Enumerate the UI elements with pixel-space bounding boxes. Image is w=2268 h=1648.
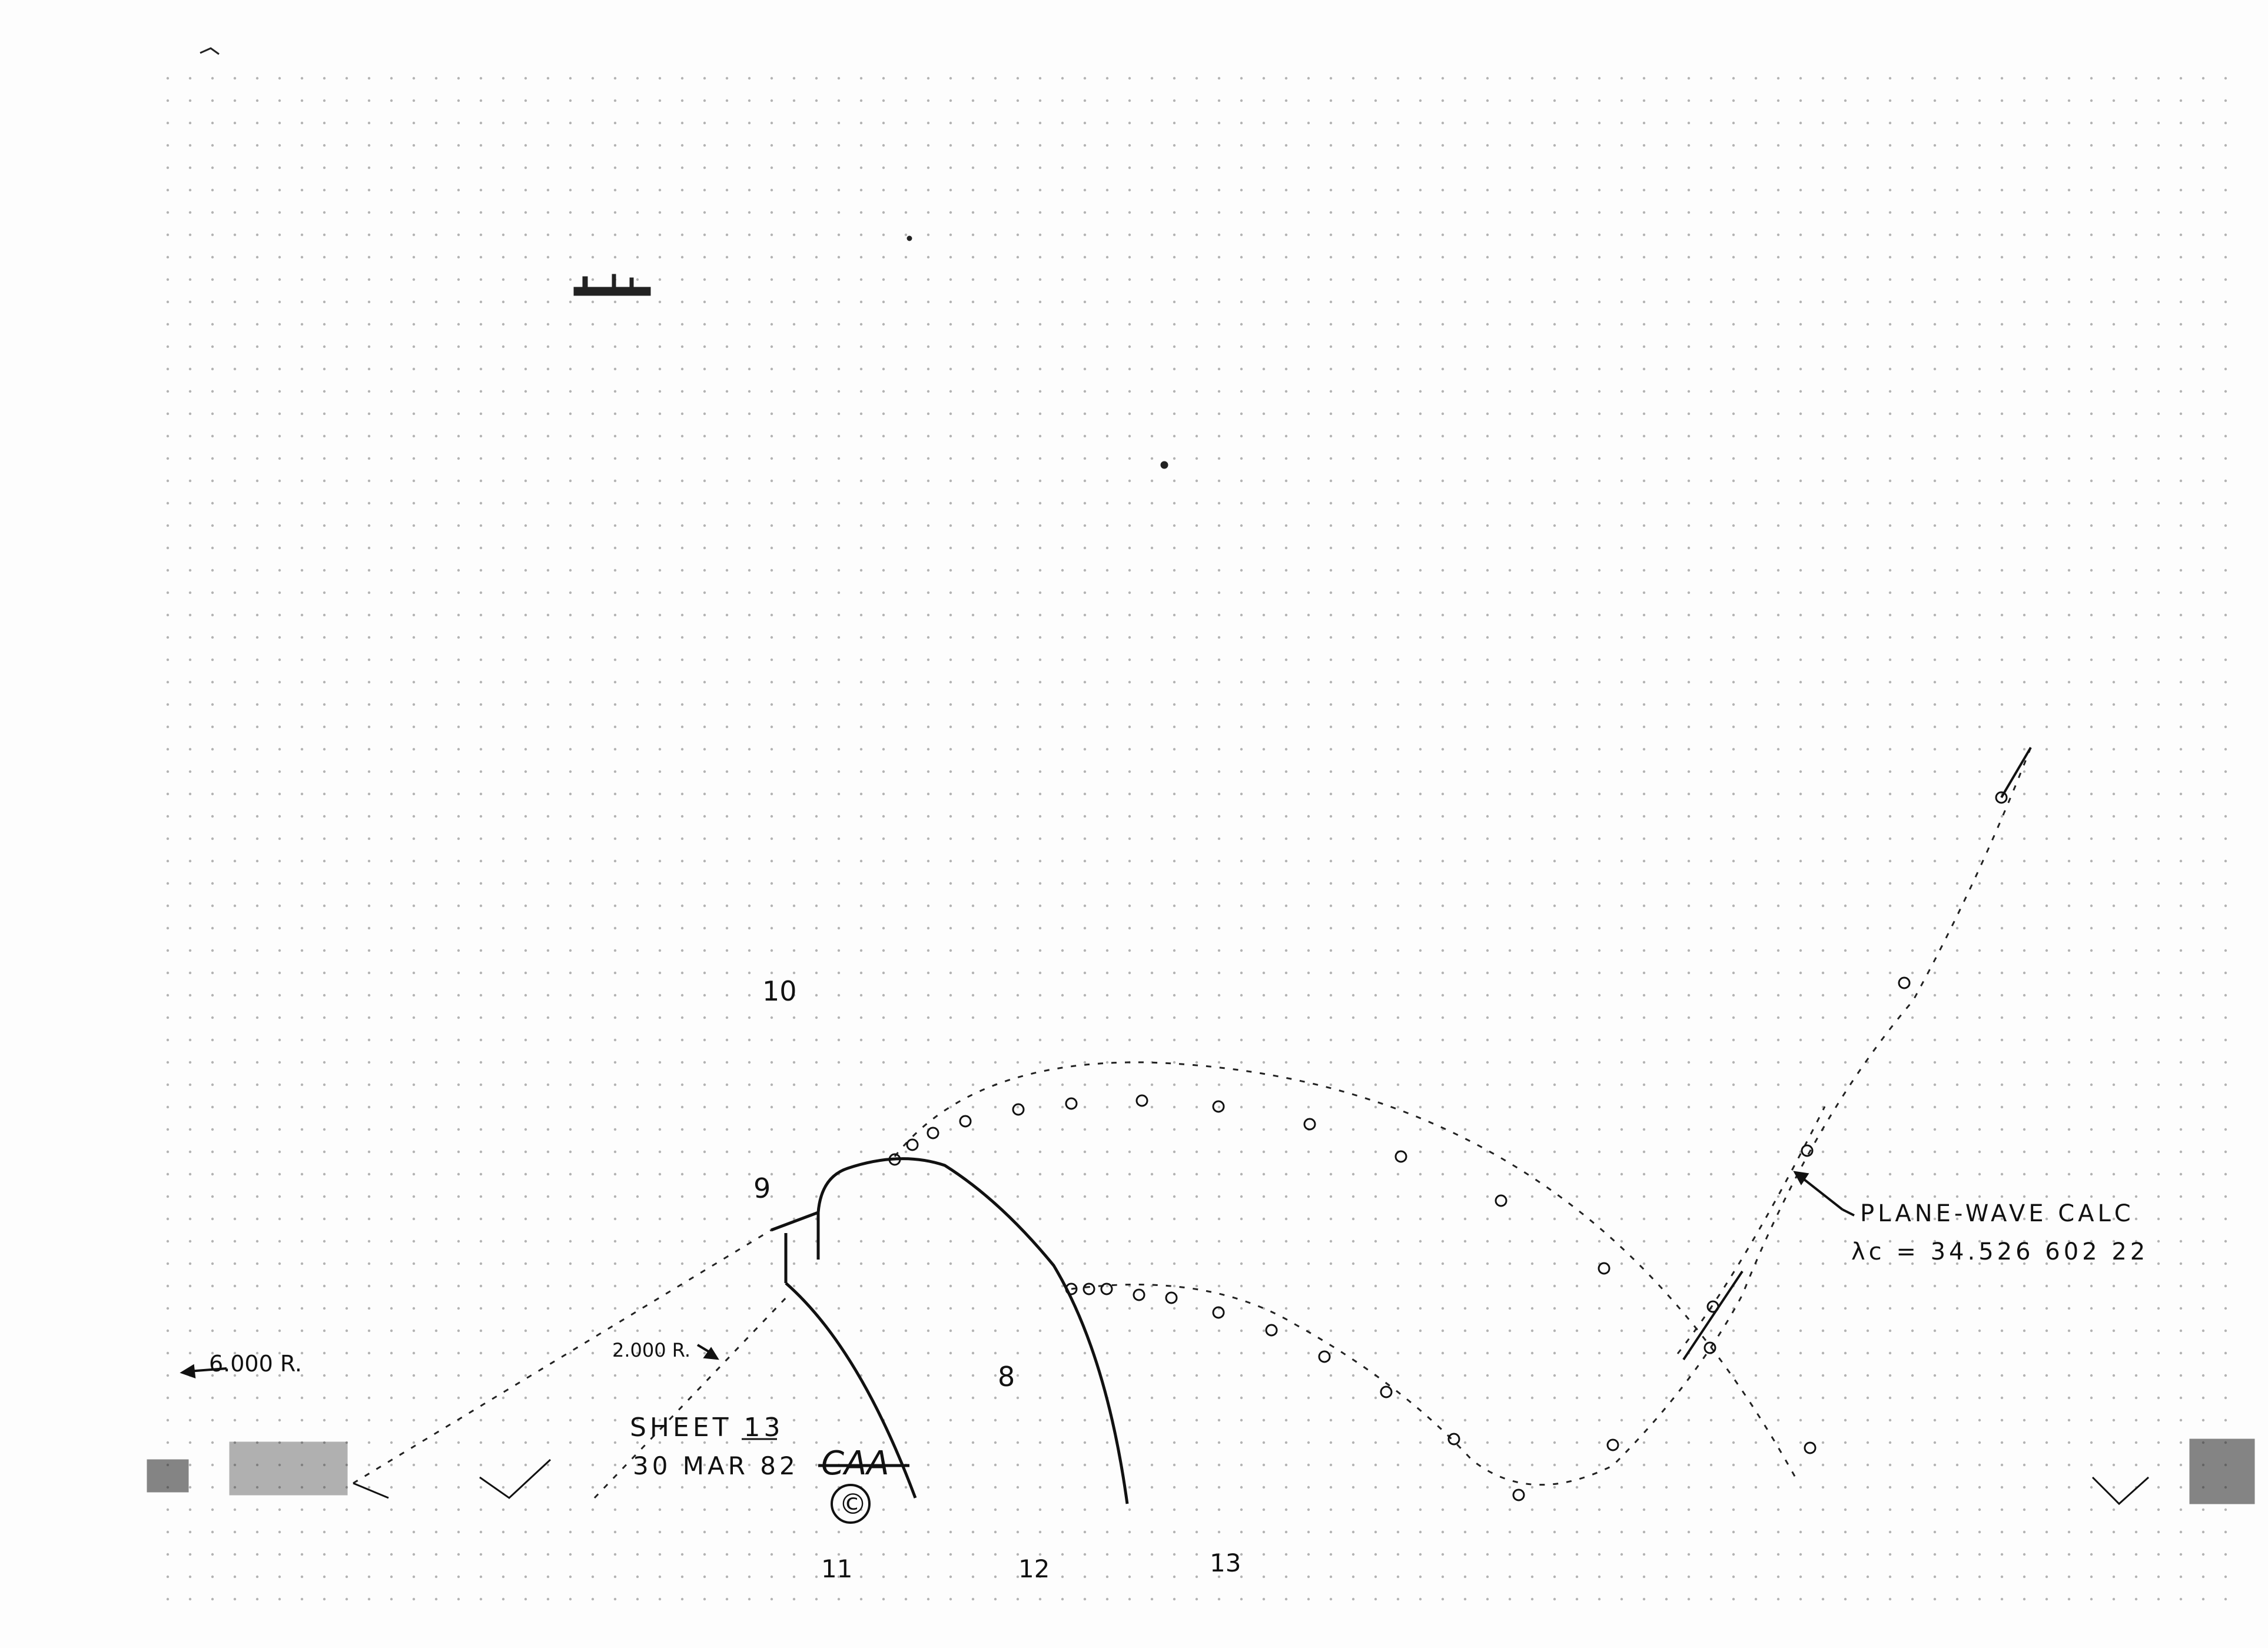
right-slash-line <box>2000 746 2032 799</box>
radius-2000-line <box>593 1294 790 1499</box>
outer-dashed-arc <box>894 1061 1797 1478</box>
label-8: 8 <box>998 1361 1015 1393</box>
inner-solid-curve <box>785 1282 917 1499</box>
tick-v-left <box>479 1458 552 1499</box>
initials-signature: CAA <box>821 1444 889 1483</box>
date-label: 30 MAR 82 <box>633 1451 799 1480</box>
dashed-curves <box>353 747 2032 1499</box>
label-13: 13 <box>1210 1549 1241 1577</box>
dot-grid <box>147 71 2243 1601</box>
right-dashed-branch <box>1676 1106 1826 1354</box>
tick-x-left <box>353 1482 389 1499</box>
outer-solid-curve <box>816 1157 1129 1504</box>
lower-dashed-path <box>1071 747 2032 1486</box>
plane-wave-calc-label: PLANE-WAVE CALC <box>1860 1200 2134 1227</box>
arrow-plane-wave <box>1800 1176 1844 1211</box>
label-12: 12 <box>1018 1554 1050 1583</box>
sheet-label: SHEET 13 <box>630 1413 783 1443</box>
tick-v-right <box>2091 1476 2150 1506</box>
label-9: 9 <box>753 1172 771 1204</box>
tick-lines <box>353 1458 2150 1506</box>
arrows <box>180 746 2032 1378</box>
copyright-circle <box>831 1484 871 1524</box>
radius-6000-label: 6.000 R. <box>209 1351 302 1377</box>
right-lower-slash <box>1682 1270 1744 1361</box>
radius-2000-label: 2.000 R. <box>612 1339 690 1361</box>
lambda-c-value: λc = 34.526 602 22 <box>1851 1238 2149 1265</box>
copyright-mark: © <box>839 1488 867 1521</box>
solid-curves <box>771 1157 1129 1504</box>
scan-marks <box>147 47 2255 1504</box>
sample-points <box>888 791 2008 1501</box>
radius-6000-line <box>353 1229 772 1484</box>
label-11: 11 <box>821 1554 852 1583</box>
cap-line <box>771 1211 819 1232</box>
label-10: 10 <box>762 975 797 1007</box>
